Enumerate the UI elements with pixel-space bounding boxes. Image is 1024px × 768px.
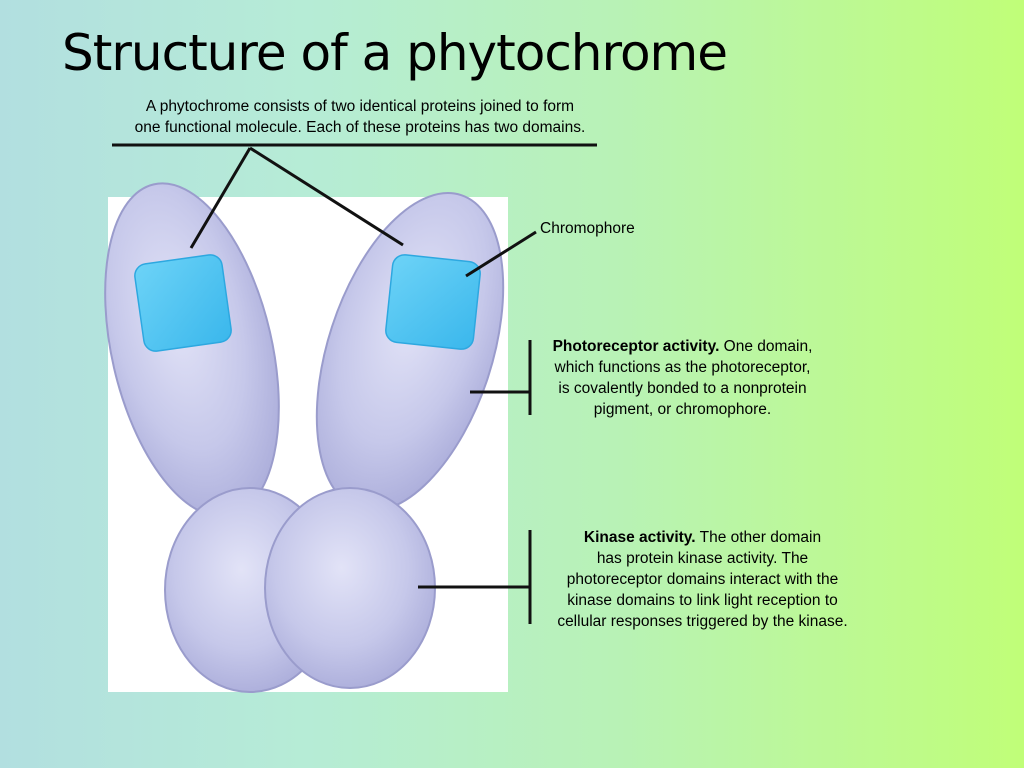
kinase-line-1-rest: The other domain bbox=[695, 529, 822, 546]
photoreceptor-caption: Photoreceptor activity. One domain, whic… bbox=[530, 336, 835, 420]
intro-line-1: A phytochrome consists of two identical … bbox=[145, 98, 575, 115]
right-kinase-domain bbox=[264, 487, 436, 689]
intro-leader-left bbox=[189, 147, 252, 249]
intro-line-2: one functional molecule. Each of these p… bbox=[134, 119, 586, 136]
kinase-line-3: photoreceptor domains interact with the bbox=[566, 571, 839, 588]
intro-caption: A phytochrome consists of two identical … bbox=[100, 96, 620, 138]
kinase-heading: Kinase activity. bbox=[583, 529, 696, 546]
photoreceptor-line-1: Photoreceptor activity. One domain, bbox=[530, 336, 835, 357]
photoreceptor-line-1-rest: One domain, bbox=[719, 338, 813, 355]
photoreceptor-heading: Photoreceptor activity. bbox=[552, 338, 720, 355]
photoreceptor-line-3: is covalently bonded to a nonprotein bbox=[558, 380, 807, 397]
kinase-line-1: Kinase activity. The other domain bbox=[530, 527, 875, 548]
photoreceptor-line-2: which functions as the photoreceptor, bbox=[554, 359, 811, 376]
chromophore-leader bbox=[465, 230, 537, 278]
chromophore-label-text: Chromophore bbox=[540, 220, 635, 237]
kinase-line-5: cellular responses triggered by the kina… bbox=[557, 613, 848, 630]
kinase-caption: Kinase activity. The other domain has pr… bbox=[530, 527, 875, 632]
kinase-line-4: kinase domains to link light reception t… bbox=[567, 592, 838, 609]
kinase-line-2: has protein kinase activity. The bbox=[596, 550, 809, 567]
photoreceptor-line-4: pigment, or chromophore. bbox=[593, 401, 772, 418]
left-chromophore bbox=[134, 254, 232, 352]
chromophore-label: Chromophore bbox=[540, 218, 635, 239]
intro-leader-right bbox=[249, 146, 404, 247]
right-chromophore bbox=[385, 254, 481, 350]
slide-title: Structure of a phytochrome bbox=[62, 24, 728, 82]
